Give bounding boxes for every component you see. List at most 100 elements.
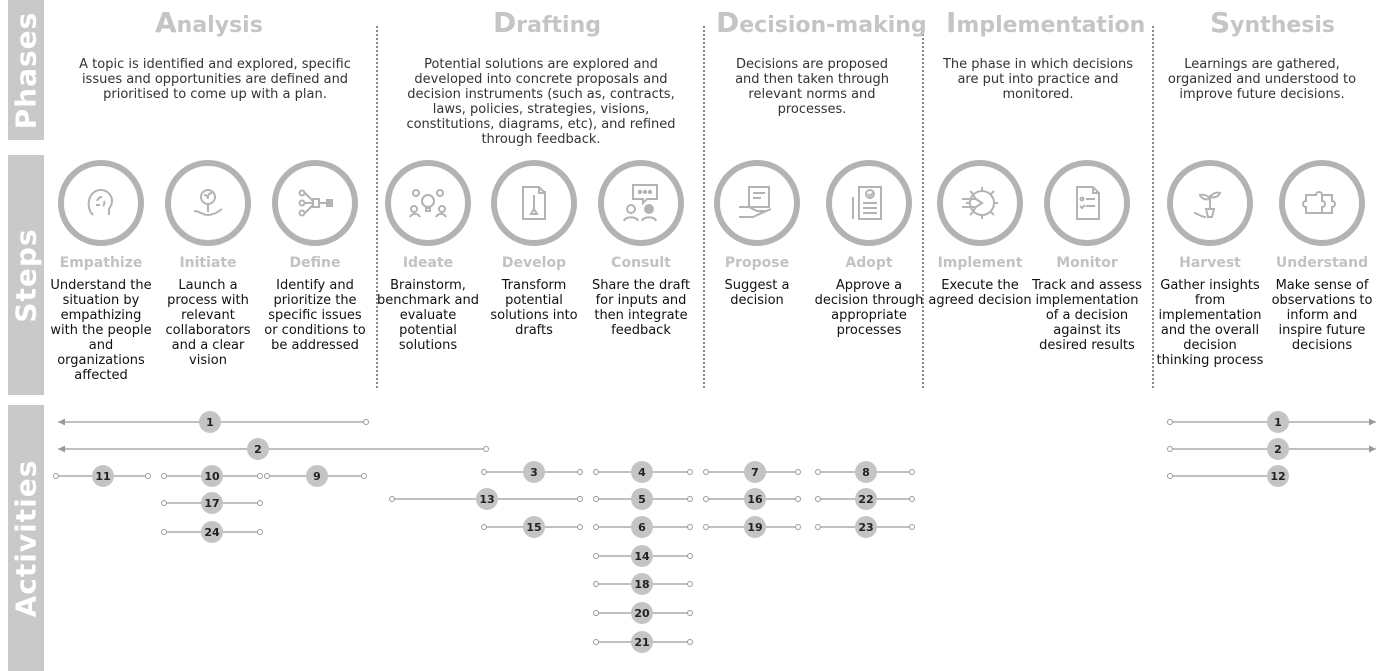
step-desc: Track and assess implementation of a dec…	[1032, 278, 1142, 353]
activity-node	[631, 573, 653, 595]
activity-node	[476, 488, 498, 510]
step-define: Define Identify and prioritize the speci…	[260, 160, 370, 353]
endpoint	[593, 524, 599, 530]
activity-7: 7	[703, 461, 801, 483]
step-desc: Transform potential solutions into draft…	[490, 278, 578, 338]
activity-node	[306, 465, 328, 487]
endpoint	[481, 469, 487, 475]
gear-arrow-icon	[962, 187, 998, 219]
activity-20: 20	[593, 602, 693, 624]
activity-3: 3	[481, 461, 583, 483]
phase-desc-decision-making: Decisions are proposed and then taken th…	[735, 57, 889, 117]
activity-number: 21	[634, 636, 649, 649]
endpoint	[361, 473, 367, 479]
phase-title-analysis: Analysis	[155, 6, 263, 39]
steps-band: Steps	[8, 155, 44, 395]
activity-node	[631, 516, 653, 538]
phase-desc-synthesis: Learnings are gathered, organized and un…	[1167, 57, 1357, 102]
step-desc: Understand the situation by empathizing …	[50, 278, 152, 383]
step-circle	[826, 160, 912, 246]
step-circle	[714, 160, 800, 246]
activity-17: 17	[161, 492, 263, 514]
clipboard-icon	[1076, 186, 1100, 220]
phase-title-rest: nalysis	[176, 13, 263, 38]
endpoint	[145, 473, 151, 479]
step-name: Consult	[611, 255, 671, 271]
step-adopt: Adopt Approve a decision through appropr…	[814, 160, 924, 338]
endpoint	[909, 496, 915, 502]
step-circle	[491, 160, 577, 246]
phase-title-implementation: Implementation	[946, 6, 1145, 39]
separator-analysis-drafting	[376, 26, 378, 388]
endpoint	[161, 529, 167, 535]
activity-number: 20	[634, 607, 650, 620]
endpoint	[161, 500, 167, 506]
activity-number: 23	[858, 521, 873, 534]
step-circle	[1279, 160, 1365, 246]
endpoint	[53, 473, 59, 479]
activity-number: 17	[204, 497, 219, 510]
activity-node	[631, 461, 653, 483]
activity-number: 1	[1274, 416, 1282, 429]
step-circle	[598, 160, 684, 246]
activity-number: 22	[858, 493, 873, 506]
activity-6: 6	[593, 516, 693, 538]
step-desc: Gather insights from implementation and …	[1156, 278, 1264, 368]
step-empathize: Empathize Understand the situation by em…	[46, 160, 156, 383]
activity-number: 5	[638, 493, 646, 506]
phase-title-cap: D	[716, 6, 740, 39]
step-ideate: Ideate Brainstorm, benchmark and evaluat…	[373, 160, 483, 353]
step-name: Adopt	[845, 255, 893, 271]
step-name: Propose	[724, 255, 790, 271]
activity-number: 14	[634, 550, 650, 563]
activity-number: 15	[526, 521, 541, 534]
activity-node	[199, 411, 221, 433]
endpoint	[161, 473, 167, 479]
endpoint	[795, 496, 801, 502]
endpoint	[815, 496, 821, 502]
activity-10: 10	[161, 465, 263, 487]
endpoint	[687, 610, 693, 616]
activity-node	[247, 438, 269, 460]
activity-8: 8	[815, 461, 915, 483]
phase-title-rest: mplementation	[956, 13, 1146, 38]
activity-16: 16	[703, 488, 801, 510]
funnel-nodes-icon	[298, 189, 333, 217]
endpoint	[687, 581, 693, 587]
step-desc: Execute the agreed decision	[928, 278, 1032, 308]
endpoint	[593, 469, 599, 475]
phase-title-rest: rafting	[516, 13, 601, 38]
separator-decision-implementation	[922, 26, 924, 388]
step-name: Ideate	[402, 255, 454, 271]
step-name: Understand	[1275, 255, 1369, 271]
endpoint	[593, 553, 599, 559]
phase-title-rest: ecision-making	[739, 13, 927, 38]
puzzle-icon	[1302, 191, 1336, 214]
activity-15: 15	[481, 516, 583, 538]
lightbulb-people-icon	[409, 189, 447, 218]
arrow-head	[1369, 445, 1376, 453]
activity-1: 1	[58, 411, 369, 433]
step-develop: Develop Transform potential solutions in…	[479, 160, 589, 338]
activity-number: 10	[204, 470, 220, 483]
activity-11: 11	[53, 465, 151, 487]
activity-number: 13	[479, 493, 494, 506]
endpoint	[815, 469, 821, 475]
endpoint	[389, 496, 395, 502]
step-name: Implement	[937, 255, 1023, 271]
endpoint	[815, 524, 821, 530]
endpoint	[1167, 473, 1173, 479]
endpoint	[1167, 419, 1173, 425]
phase-title-cap: A	[155, 6, 177, 39]
phases-band: Phases	[8, 0, 44, 140]
step-consult: Consult Share the draft for inputs and t…	[586, 160, 696, 338]
endpoint	[577, 524, 583, 530]
document-pen-icon	[522, 186, 546, 220]
activity-13: 13	[389, 488, 583, 510]
activity-node	[631, 545, 653, 567]
phase-desc-drafting: Potential solutions are explored and dev…	[406, 57, 676, 147]
endpoint	[257, 473, 263, 479]
activity-node	[201, 465, 223, 487]
step-circle	[937, 160, 1023, 246]
phase-title-cap: S	[1210, 6, 1231, 39]
